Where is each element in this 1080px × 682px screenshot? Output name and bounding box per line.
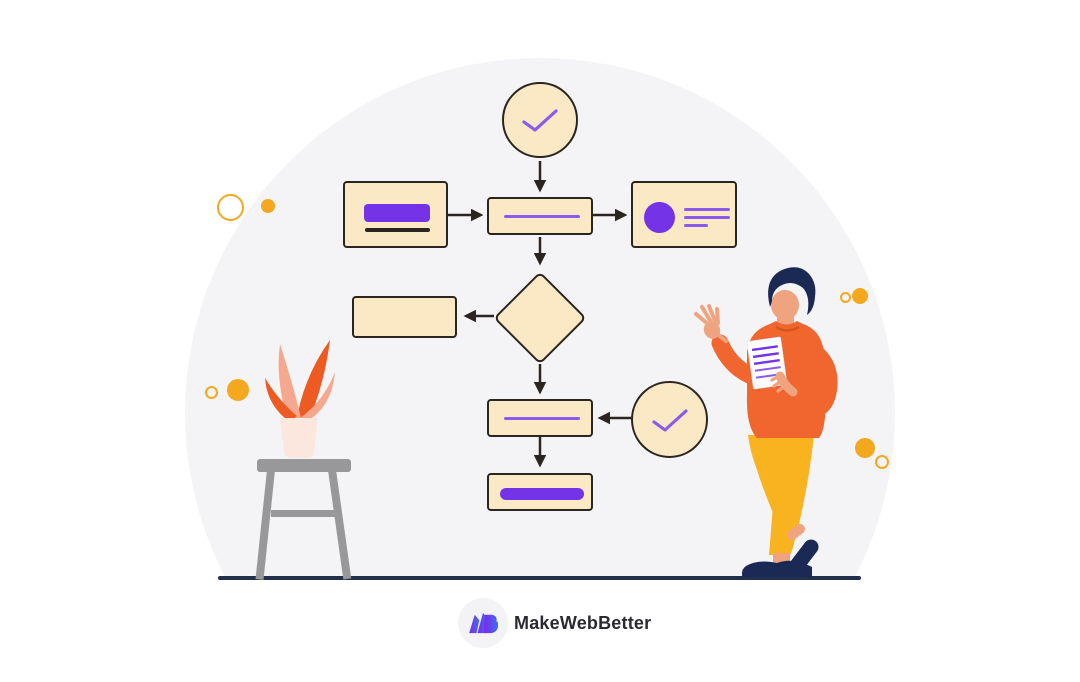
person-collar xyxy=(775,325,800,332)
decor-dot-outline-right-top xyxy=(840,292,851,303)
decor-dot-filled-left-mid xyxy=(227,379,249,401)
flow-node-end-rect xyxy=(487,473,593,511)
text-line-icon xyxy=(504,417,580,420)
flow-node-input-left xyxy=(343,181,448,248)
avatar-circle-icon xyxy=(644,202,675,233)
person-fingers xyxy=(694,304,728,343)
ground-line xyxy=(218,576,861,580)
decor-dot-filled-left-top xyxy=(261,199,275,213)
plant-pot xyxy=(280,418,318,458)
person-face xyxy=(771,290,799,320)
paper-text-lines xyxy=(751,345,780,366)
person-fingers xyxy=(770,373,788,393)
flow-node-branch-left xyxy=(352,296,457,338)
decor-dot-outline-right-low xyxy=(875,455,889,469)
flow-node-process-lower xyxy=(487,399,593,437)
brand-name: MakeWebBetter xyxy=(514,613,652,633)
text-line-icon xyxy=(684,224,708,227)
flow-node-output-right xyxy=(631,181,737,248)
person-leg-front xyxy=(769,435,814,555)
decor-dot-filled-right-top xyxy=(852,288,868,304)
decor-dot-outline-left-mid xyxy=(205,386,218,399)
decor-dot-outline-left-top xyxy=(217,194,244,221)
plant-leaf xyxy=(296,340,330,422)
decor-dot-filled-right-low xyxy=(855,438,875,458)
paper-text-lines xyxy=(754,366,781,379)
presenter-person xyxy=(694,267,838,577)
text-line-icon xyxy=(504,215,580,218)
makewebbetter-logo-icon xyxy=(469,612,498,634)
plant-leaf xyxy=(300,372,335,422)
plant-leaf xyxy=(278,344,302,422)
flow-node-check-circle-right xyxy=(631,381,708,458)
person-forearm xyxy=(787,386,828,413)
stool-crossbar xyxy=(271,510,341,517)
text-line-icon xyxy=(684,208,730,211)
flow-node-start-circle xyxy=(502,82,578,158)
plant-leaf xyxy=(265,378,297,422)
plant-illustration xyxy=(265,340,335,458)
underline-icon xyxy=(365,228,430,232)
filled-bar-icon xyxy=(500,488,584,500)
brand-logo-circle xyxy=(458,598,508,648)
text-line-icon xyxy=(684,216,730,219)
person-shoe-tilted xyxy=(790,539,819,572)
check-icon xyxy=(522,109,558,132)
person-shoe-flat xyxy=(742,560,812,577)
filled-bar-icon xyxy=(364,204,430,222)
person-ankle xyxy=(787,524,805,540)
person-hair xyxy=(768,267,816,315)
stool-seat xyxy=(257,459,351,472)
check-icon xyxy=(652,409,688,432)
flow-node-process-center xyxy=(487,197,593,235)
